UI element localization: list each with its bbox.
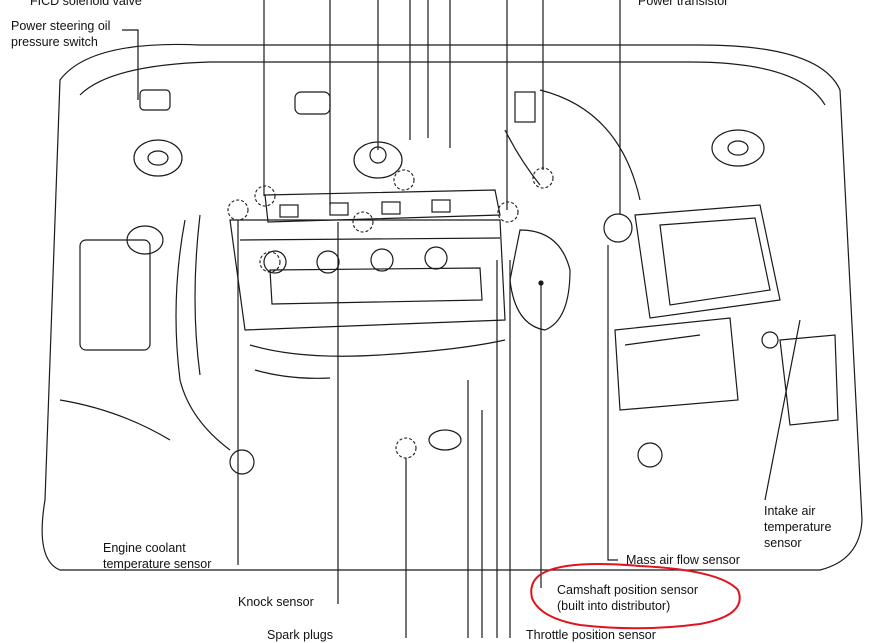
left-hose-1 [175,219,231,451]
left-strut-cap [147,150,169,166]
maf-housing [603,213,633,243]
spark-plug-well-3 [370,248,394,272]
leader-maf [607,245,618,561]
injector-4 [431,199,451,213]
injector-1 [279,204,299,218]
intake-plenum [264,189,501,223]
label-intake-air-line2: temperature [764,520,832,534]
spark-plug-well-2 [316,250,340,274]
left-strut-tower [133,139,183,177]
reservoir-cap [126,225,164,255]
valve-cover-rib [239,237,501,241]
spark-plug-well-4 [424,246,448,270]
callout-circle-8 [532,167,554,189]
lower-left-mount [229,449,255,475]
label-spark-plugs: Spark plugs [267,628,334,642]
label-psop-line1: Power steering oil [11,19,111,33]
label-camshaft-line1: Camshaft position sensor [557,583,699,597]
distributor [509,229,571,331]
label-tps: Throttle position sensor [526,628,656,642]
intake-air-temp-sensor [761,331,779,349]
right-strut-tower [711,129,765,167]
battery [614,317,739,411]
ficd-valve-body [294,91,331,115]
callout-circle-4 [393,169,415,191]
air-cleaner-inner [659,217,771,306]
label-intake-air-line3: sensor [764,536,802,550]
label-intake-air-line1: Intake air [764,504,816,518]
hood-edge [79,61,826,106]
battery-line [624,334,701,346]
highlight-circle [530,563,741,630]
engine-bay-outline [41,43,863,571]
leader-psop [122,29,139,100]
injector-3 [381,201,401,215]
left-hose-3 [59,399,171,441]
right-hose-2 [504,129,541,186]
lower-pipe-1 [254,369,331,379]
reservoir [79,239,151,351]
label-power-transistor: Power transistor [638,0,729,8]
spark-plug-well-1 [263,250,287,274]
callout-circle-2 [227,199,249,221]
callout-circle-1 [254,185,276,207]
psop-switch-body [139,89,171,111]
injector-2 [329,202,349,216]
fuse-box [779,334,839,426]
callout-circle-3 [352,211,374,233]
left-hose-2 [194,214,201,376]
label-psop-line2: pressure switch [11,35,98,49]
label-camshaft-line2: (built into distributor) [557,599,671,613]
callout-circle-6 [259,251,281,273]
right-strut-cap [727,140,749,156]
lower-right-mount [637,442,663,468]
right-hose-1 [539,89,641,201]
label-maf: Mass air flow sensor [626,553,740,567]
valve-cover [229,219,506,331]
power-transistor-body [514,91,536,123]
callout-circle-7 [395,437,417,459]
label-ect-line1: Engine coolant [103,541,186,555]
radiator-cap [428,429,462,451]
leader-intake-air [764,319,801,501]
callout-circle-5 [497,201,519,223]
air-cleaner-box [634,204,781,319]
label-knock: Knock sensor [238,595,314,609]
valve-cover-center [269,267,483,305]
label-ficd: FICD solenoid valve [30,0,142,8]
label-ect-line2: temperature sensor [103,557,212,571]
exhaust-manifold [249,339,506,357]
